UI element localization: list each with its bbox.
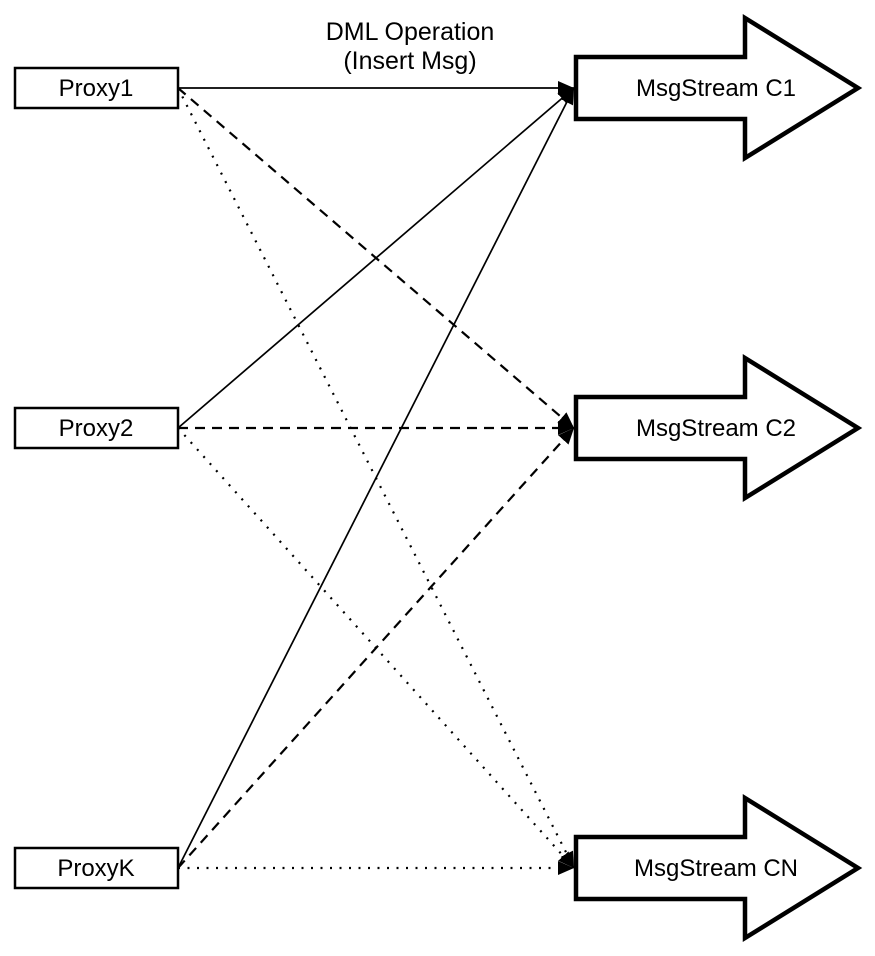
block-arrow-c2-icon [573,353,863,503]
title-line2: (Insert Msg) [343,47,476,75]
proxy2-label: Proxy2 [59,415,134,442]
edges-layer [177,81,575,875]
title-line1: DML Operation [326,18,495,46]
proxy1-box [13,66,180,110]
block-arrow-c1-icon [573,13,863,163]
edge-proxyk-c2 [177,427,575,869]
proxy1-label: Proxy1 [59,75,134,102]
stream-c1-label: MsgStream C1 [636,75,796,102]
edge-proxy2-c1 [177,87,575,429]
proxy-node-proxy1: Proxy1 [13,66,180,110]
stream-arrow-cn: MsgStream CN [573,793,863,943]
proxyk-label: ProxyK [57,855,134,882]
proxy2-box [13,406,180,450]
proxy-node-proxy2: Proxy2 [13,406,180,450]
stream-cn-label: MsgStream CN [634,855,798,882]
block-arrow-cn-icon [573,793,863,943]
proxyk-box [13,846,180,890]
stream-arrow-c1: MsgStream C1 [573,13,863,163]
proxy-node-proxyk: ProxyK [13,846,180,890]
title-label: DML Operation (Insert Msg) [326,18,495,75]
stream-arrow-c2: MsgStream C2 [573,353,863,503]
stream-c2-label: MsgStream C2 [636,415,796,442]
edge-proxyk-c1 [177,87,575,869]
